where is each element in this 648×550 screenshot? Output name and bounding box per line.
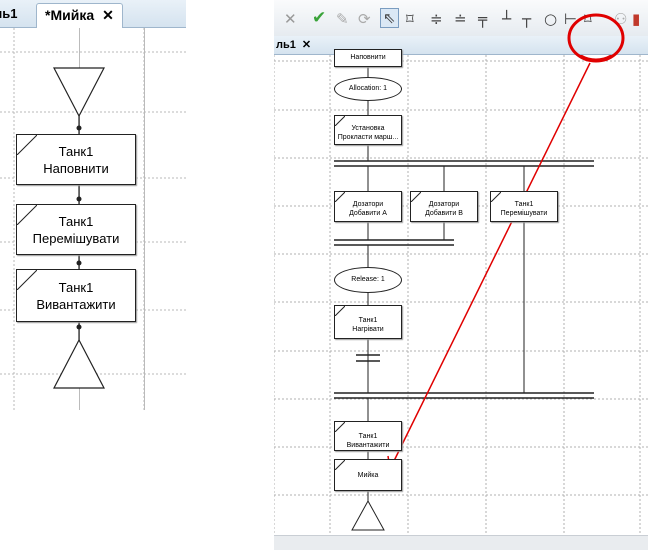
right-editor-panel: ✕ ✔ ✎ ⟳ ⇖ ⌑ ≑ ≐ ╤ ┴ ┬ ○ ⊢ ⌑ ⚇ ▮ ль1 ✕ [274, 0, 648, 550]
close-icon[interactable]: ✕ [301, 39, 312, 51]
release-label: Release: 1 [351, 276, 385, 283]
tab-bar: ль1 *Мийка ✕ [0, 0, 186, 30]
tab-model[interactable]: ль1 ✕ [276, 38, 311, 51]
step-unit: Дозатори [428, 201, 460, 208]
step-transition-icon[interactable]: ⌑ [584, 10, 592, 28]
step-corner-icon [491, 192, 501, 202]
step-unit: Танк1 [514, 201, 534, 208]
step-heat[interactable]: Танк1 Нагрівати [334, 305, 402, 339]
allocation-step[interactable]: Allocation: 1 [334, 77, 402, 101]
step-tank-mix[interactable]: Танк1 Перемішувати [490, 191, 558, 222]
horizontal-scrollbar[interactable] [274, 535, 648, 550]
pointer-icon[interactable]: ⇖ [380, 8, 399, 28]
release-step[interactable]: Release: 1 [334, 267, 402, 293]
end-triangle-icon [53, 338, 105, 389]
step-fill-partial[interactable]: Наповнити [334, 49, 402, 67]
step-wash[interactable]: Мийка [334, 459, 402, 491]
step-unit: Танк1 [58, 144, 94, 159]
step-unit: Установка [351, 125, 385, 132]
step-unit: Танк1 [58, 214, 94, 229]
step-corner-icon [335, 422, 345, 432]
tab-label: *Мийка [45, 7, 95, 23]
step-phase: Мийка [357, 472, 379, 479]
tab-label: ль1 [0, 6, 18, 21]
start-triangle-icon [53, 67, 105, 118]
user-icon[interactable]: ⚇ [614, 10, 628, 28]
document-icon[interactable]: ▮ [632, 10, 641, 28]
sfc-diagram [274, 55, 648, 536]
sfc-canvas[interactable]: Наповнити Allocation: 1 Установка Прокла… [274, 49, 648, 536]
step-doser-b[interactable]: Дозатори Добавити B [410, 191, 478, 222]
step-unit: Танк1 [58, 280, 94, 295]
step-phase: Вивантажити [36, 297, 116, 312]
ellipse-icon[interactable]: ○ [544, 10, 558, 28]
step-phase: Нагрівати [352, 326, 384, 333]
step-unload[interactable]: Танк1 Вивантажити [16, 269, 136, 322]
allocation-label: Allocation: 1 [348, 85, 388, 92]
alternative-branch-icon[interactable]: ≐ [454, 10, 467, 28]
tab-wash[interactable]: *Мийка ✕ [36, 3, 123, 30]
step-corner-icon [17, 270, 37, 290]
step-corner-icon [17, 205, 37, 225]
close-icon[interactable]: ✕ [284, 10, 297, 28]
tab-model[interactable]: ль1 [0, 6, 17, 21]
step-unit: Танк1 [358, 317, 378, 324]
end-triangle-icon [351, 499, 385, 531]
step-corner-icon [335, 116, 345, 126]
step-doser-a[interactable]: Дозатори Добавити A [334, 191, 402, 222]
highlight-circle [577, 55, 615, 62]
step-fill[interactable]: Танк1 Наповнити [16, 134, 136, 185]
close-icon[interactable]: ✕ [102, 7, 114, 23]
step-phase: Наповнити [43, 161, 109, 176]
step-phase: Наповнити [350, 54, 386, 61]
step-unit: Танк1 [358, 433, 378, 440]
step-phase: Перемішувати [500, 210, 548, 217]
tab-label: ль1 [276, 39, 296, 51]
step-install[interactable]: Установка Прокласти марш... [334, 115, 402, 145]
edit-icon[interactable]: ✎ [336, 10, 349, 28]
simultaneous-branch-icon[interactable]: ╤ [478, 10, 488, 28]
end-branch-icon[interactable]: ┴ [502, 10, 512, 28]
step-icon[interactable]: ⌑ [406, 10, 414, 28]
step-phase: Добавити A [349, 210, 387, 217]
tab-bar: ль1 ✕ [274, 36, 648, 55]
transition-icon[interactable]: ≑ [430, 10, 443, 28]
step-phase: Перемішувати [32, 231, 120, 246]
jump-icon[interactable]: ┬ [522, 10, 532, 28]
step-mix[interactable]: Танк1 Перемішувати [16, 204, 136, 255]
step-phase: Прокласти марш... [337, 134, 399, 141]
step-phase: Вивантажити [346, 442, 390, 449]
step-phase: Добавити B [425, 210, 463, 217]
step-unload[interactable]: Танк1 Вивантажити [334, 421, 402, 451]
step-corner-icon [335, 460, 345, 470]
step-corner-icon [335, 192, 345, 202]
annotation-arrow [389, 62, 591, 470]
left-editor-panel: ль1 *Мийка ✕ [0, 0, 186, 410]
step-corner-icon [17, 135, 37, 155]
step-corner-icon [335, 306, 345, 316]
checkmark-icon[interactable]: ✔ [312, 8, 327, 28]
toolbar: ✕ ✔ ✎ ⟳ ⇖ ⌑ ≑ ≐ ╤ ┴ ┬ ○ ⊢ ⌑ ⚇ ▮ [274, 0, 648, 36]
step-unit: Дозатори [352, 201, 384, 208]
step-corner-icon [411, 192, 421, 202]
sfc-canvas[interactable]: Танк1 Наповнити Танк1 Перемішувати Танк1… [0, 28, 186, 410]
flag-icon[interactable]: ⊢ [564, 10, 578, 28]
refresh-icon[interactable]: ⟳ [358, 10, 371, 28]
